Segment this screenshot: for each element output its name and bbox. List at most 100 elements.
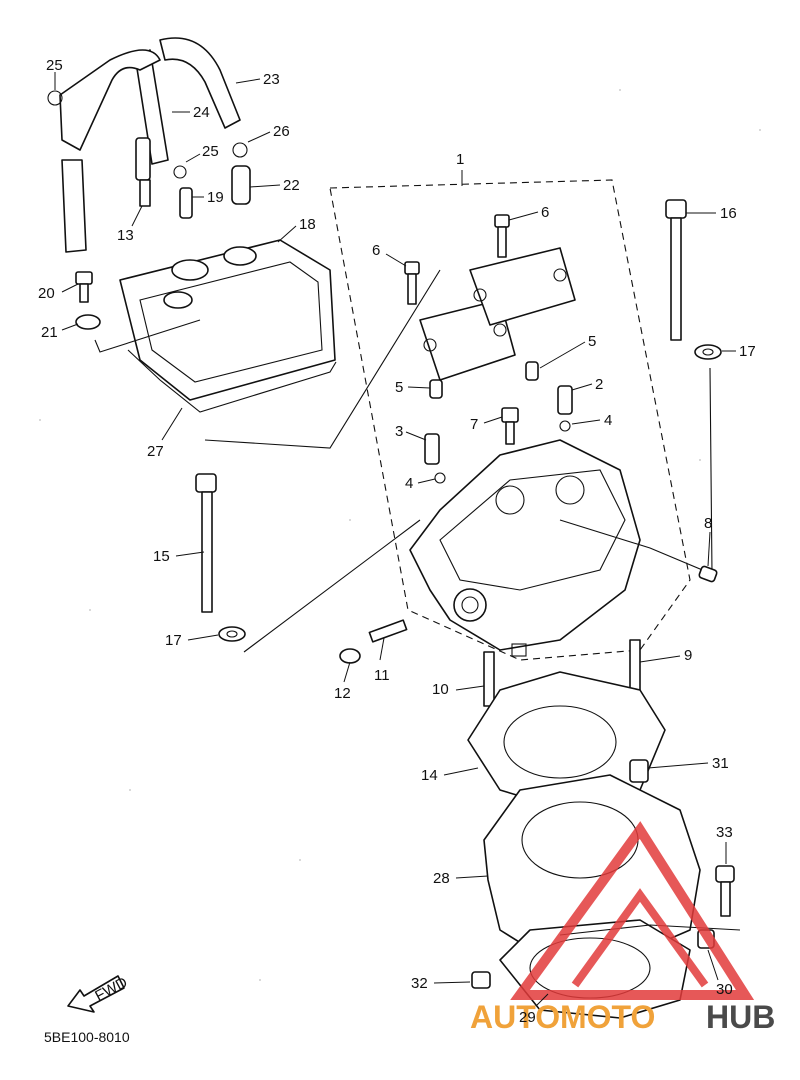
pipe-19: [179, 187, 193, 219]
callout-11: 11: [374, 637, 390, 684]
paper-speckle: [39, 89, 761, 981]
callout-18: 18: [277, 216, 316, 243]
fwd-label: FWD: [92, 974, 130, 1005]
callout-19: 19: [192, 189, 224, 206]
callout-22: 22: [249, 177, 300, 194]
callout-32: 32: [411, 975, 471, 992]
callout-7: 7: [470, 416, 503, 433]
head-cover-gasket-27: [127, 349, 337, 413]
callout-2: 2: [571, 376, 603, 393]
cylinder-head: [409, 439, 641, 657]
bolt-20: [75, 271, 93, 303]
callout-23: 23: [235, 71, 280, 88]
long-bolt-16: [665, 199, 687, 341]
callout-label: 1: [456, 151, 464, 168]
callout-label: 9: [684, 647, 692, 664]
callout-30: 30: [707, 949, 733, 998]
callout-13: 13: [117, 205, 143, 244]
bolt-33: [715, 865, 735, 917]
bolt-6a: [404, 261, 420, 305]
callout-label: 6: [541, 204, 549, 221]
dowel-8: [698, 565, 718, 583]
stud-11: [368, 619, 408, 643]
callout-label: 4: [604, 412, 612, 429]
callout-label: 7: [470, 416, 478, 433]
callout-label: 23: [263, 71, 280, 88]
callout-label: 5: [588, 333, 596, 350]
watermark-moto: MOTO: [560, 999, 655, 1035]
camshaft-cap-right: [469, 247, 576, 326]
callout-12: 12: [334, 661, 351, 702]
callout-29: 29: [519, 993, 549, 1026]
circlip-4a: [559, 420, 571, 432]
callout-label: 15: [153, 548, 170, 565]
diagram-code: 5BE100-8010: [44, 1029, 130, 1045]
head-cover-18: [119, 239, 336, 401]
callout-label: 8: [704, 515, 712, 532]
callout-label: 6: [372, 242, 380, 259]
washer-17b: [218, 626, 246, 642]
callout-26: 26: [247, 123, 290, 143]
callout-label: 18: [299, 216, 316, 233]
watermark-triangle-inner-icon: [571, 888, 709, 988]
fwd-arrow-icon: FWD: [67, 974, 131, 1013]
callout-label: 29: [519, 1009, 536, 1026]
callout-5b: 5: [395, 379, 431, 396]
callout-label: 33: [716, 824, 733, 841]
valve-guide-2: [557, 385, 573, 415]
bolt-7: [501, 407, 519, 445]
callout-6b: 6: [372, 242, 407, 267]
callout-label: 17: [165, 632, 182, 649]
stud-10: [483, 651, 495, 707]
watermark-auto: AUTO: [470, 999, 560, 1035]
callout-10: 10: [432, 681, 485, 698]
callout-16: 16: [686, 205, 737, 222]
callout-label: 11: [374, 667, 390, 684]
callout-label: 25: [202, 143, 219, 160]
callout-4b: 4: [405, 475, 436, 492]
dowel-31: [629, 759, 649, 783]
callout-label: 21: [41, 324, 58, 341]
callout-8: 8: [704, 515, 712, 567]
callout-20: 20: [38, 283, 79, 302]
callout-label: 26: [273, 123, 290, 140]
callout-label: 22: [283, 177, 300, 194]
callout-15: 15: [153, 548, 205, 565]
bolt-6b: [494, 214, 510, 258]
callout-label: 3: [395, 423, 403, 440]
callout-label: 17: [739, 343, 756, 360]
callout-33: 33: [716, 824, 733, 864]
dowel-5b: [525, 361, 539, 381]
callout-17b: 17: [165, 632, 219, 649]
callout-label: 19: [207, 189, 224, 206]
callout-label: 30: [716, 981, 733, 998]
cylinder-ref-lines: [559, 924, 741, 936]
callout-label: 13: [117, 227, 134, 244]
washer-17a: [694, 344, 722, 360]
callout-6a: 6: [508, 204, 549, 221]
watermark-logo: AUTO MOTO HUB: [470, 821, 775, 1035]
hose-clip-26: [232, 142, 248, 158]
callout-5a: 5: [539, 333, 596, 369]
hose-clip-25a: [47, 90, 63, 106]
pipe-22: [231, 165, 251, 205]
nut-32: [471, 971, 491, 989]
assembly-boundary: [329, 170, 691, 661]
callout-14: 14: [421, 767, 479, 784]
hose-clip-25b: [173, 165, 187, 179]
callout-label: 4: [405, 475, 413, 492]
callout-28: 28: [433, 870, 489, 887]
callout-label: 10: [432, 681, 449, 698]
watermark-triangle-icon: [510, 821, 755, 1000]
callout-label: 27: [147, 443, 164, 460]
callout-label: 5: [395, 379, 403, 396]
callout-25b: 25: [185, 143, 219, 163]
callout-label: 14: [421, 767, 438, 784]
cylinder-28: [483, 774, 701, 961]
callout-17a: 17: [722, 343, 756, 360]
callout-9: 9: [639, 647, 692, 664]
callout-label: 12: [334, 685, 351, 702]
callout-label: 20: [38, 285, 55, 302]
callout-4a: 4: [571, 412, 612, 429]
